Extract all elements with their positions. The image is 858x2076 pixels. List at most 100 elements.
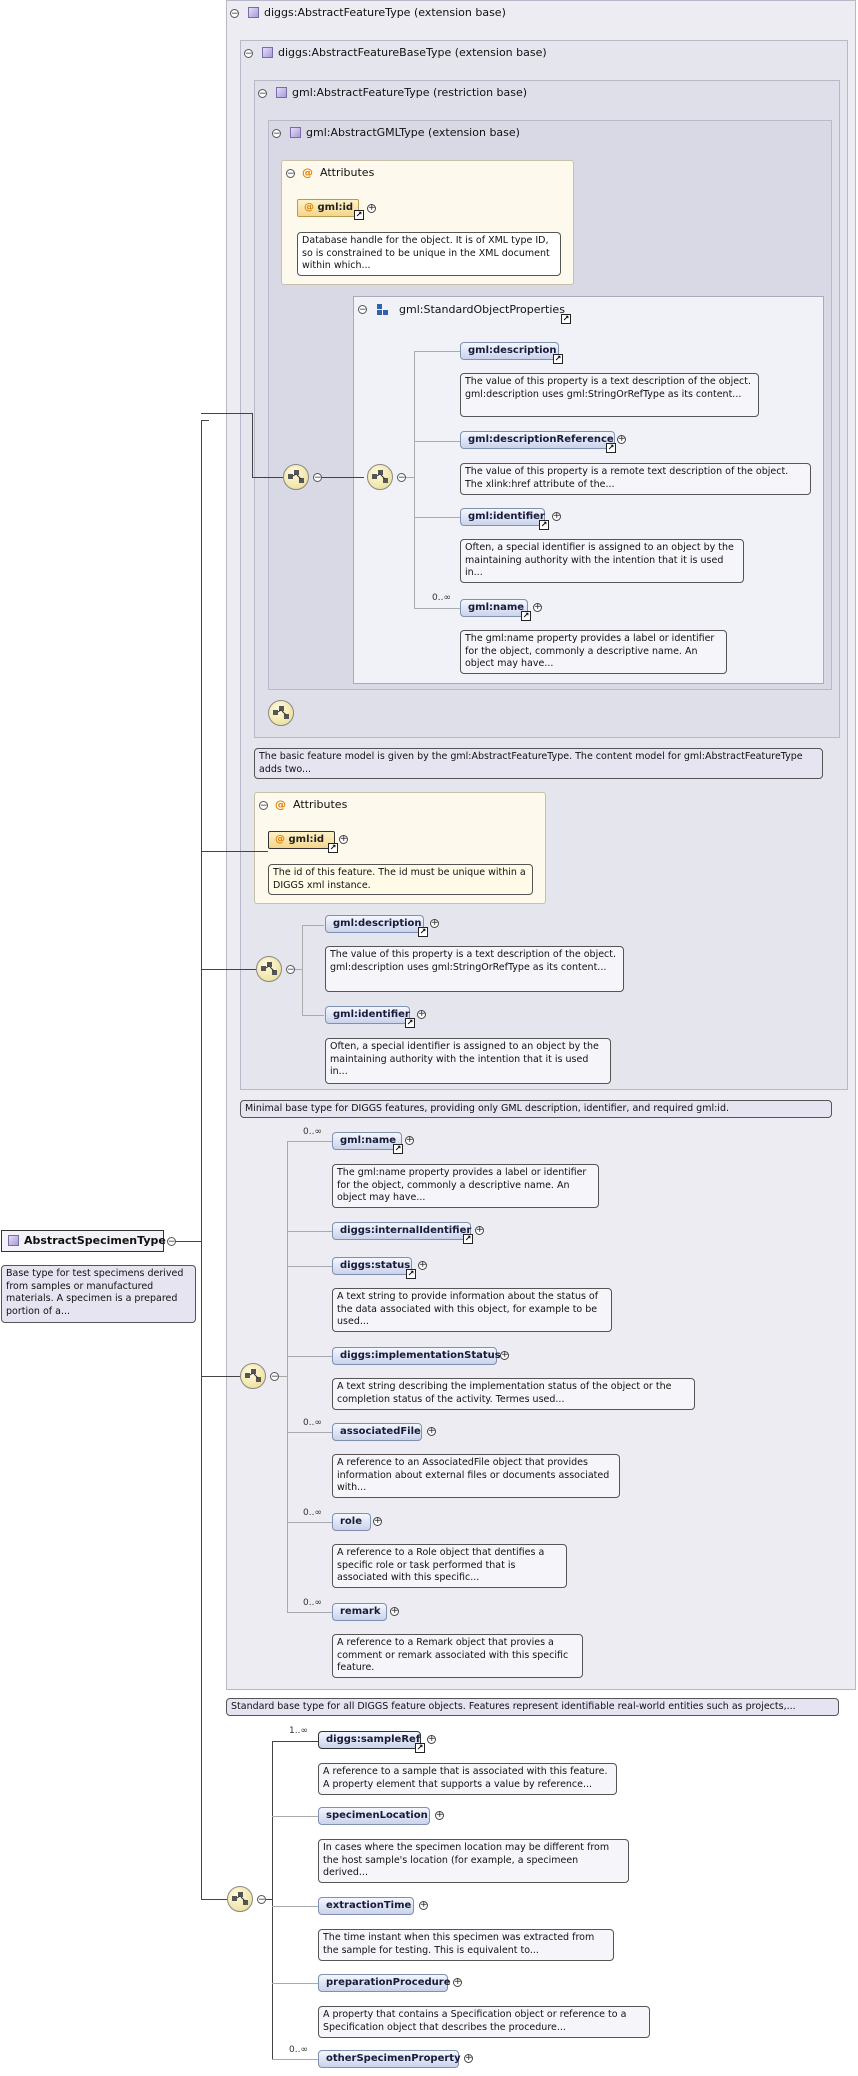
- collapse-icon[interactable]: −: [270, 1372, 279, 1382]
- connector-line: [176, 1241, 201, 1242]
- collapse-icon[interactable]: −: [286, 965, 295, 975]
- collapse-icon[interactable]: −: [244, 49, 253, 59]
- expand-icon[interactable]: +: [367, 203, 376, 213]
- link-icon[interactable]: ↗: [418, 927, 428, 937]
- collapse-icon[interactable]: −: [230, 9, 239, 19]
- expand-icon[interactable]: +: [419, 1900, 428, 1910]
- cardinality: 0..∞: [303, 1418, 322, 1428]
- expand-icon[interactable]: +: [533, 602, 542, 612]
- complex-type-icon: [276, 87, 287, 98]
- element-diggs-implementation-status[interactable]: diggs:implementationStatus: [332, 1347, 501, 1365]
- element-gml-identifier[interactable]: gml:identifier: [460, 508, 545, 526]
- attribute-icon: @: [275, 834, 285, 845]
- expand-icon[interactable]: +: [453, 1977, 462, 1987]
- element-gml-description[interactable]: gml:description: [325, 915, 424, 933]
- tree-line: [272, 1983, 318, 1984]
- expand-icon[interactable]: +: [617, 434, 626, 444]
- expand-icon[interactable]: +: [464, 2053, 473, 2063]
- collapse-icon[interactable]: −: [397, 473, 406, 483]
- link-icon[interactable]: ↗: [406, 1269, 416, 1279]
- attribute-gml-id[interactable]: @ gml:id: [268, 831, 335, 849]
- element-gml-description-reference[interactable]: gml:descriptionReference: [460, 431, 615, 449]
- link-icon[interactable]: ↗: [393, 1144, 403, 1154]
- expand-icon[interactable]: +: [435, 1810, 444, 1820]
- tree-line: [302, 925, 303, 1016]
- sequence-compositor-icon[interactable]: [268, 700, 294, 726]
- element-extraction-time[interactable]: extractionTime: [318, 1897, 414, 1915]
- collapse-icon[interactable]: −: [259, 801, 268, 811]
- element-diggs-internal-identifier[interactable]: diggs:internalIdentifier: [332, 1222, 471, 1240]
- root-type-abstract-specimen-type[interactable]: AbstractSpecimenType: [1, 1230, 166, 1252]
- attribute-doc: Database handle for the object. It is of…: [297, 232, 561, 276]
- element-preparation-procedure[interactable]: preparationProcedure: [318, 1974, 451, 1992]
- sequence-compositor-icon[interactable]: [240, 1363, 266, 1389]
- element-remark[interactable]: remark: [332, 1603, 387, 1621]
- tree-line: [414, 608, 460, 609]
- sequence-compositor-icon[interactable]: [283, 464, 309, 490]
- element-gml-identifier[interactable]: gml:identifier: [325, 1006, 410, 1024]
- tree-line: [279, 1376, 287, 1377]
- collapse-icon[interactable]: −: [313, 473, 322, 483]
- tree-line: [295, 969, 302, 970]
- expand-icon[interactable]: +: [500, 1350, 509, 1360]
- collapse-icon[interactable]: −: [358, 305, 367, 315]
- sequence-compositor-icon[interactable]: [367, 464, 393, 490]
- link-icon[interactable]: ↗: [561, 314, 571, 324]
- frame-title-2: diggs:AbstractFeatureBaseType (extension…: [262, 46, 547, 59]
- element-doc: The value of this property is a text des…: [460, 373, 759, 417]
- expand-icon[interactable]: +: [339, 834, 348, 844]
- expand-icon[interactable]: +: [405, 1135, 414, 1145]
- collapse-icon[interactable]: −: [167, 1237, 176, 1247]
- link-icon[interactable]: ↗: [463, 1234, 473, 1244]
- tree-line: [287, 1231, 332, 1232]
- expand-icon[interactable]: +: [427, 1426, 436, 1436]
- link-icon[interactable]: ↗: [405, 1018, 415, 1028]
- element-specimen-location[interactable]: specimenLocation: [318, 1807, 430, 1825]
- link-icon[interactable]: ↗: [328, 843, 338, 853]
- attributes-label-text: Attributes: [293, 798, 348, 811]
- type-doc: Standard base type for all DIGGS feature…: [226, 1698, 839, 1716]
- tree-line: [287, 1356, 332, 1357]
- expand-icon[interactable]: +: [390, 1606, 399, 1616]
- tree-line: [272, 1906, 318, 1907]
- collapse-icon[interactable]: −: [257, 1895, 266, 1905]
- expand-icon[interactable]: +: [430, 918, 439, 928]
- element-gml-description[interactable]: gml:description: [460, 342, 559, 360]
- cardinality: 0..∞: [303, 1127, 322, 1137]
- link-icon[interactable]: ↗: [553, 354, 563, 364]
- element-associated-file[interactable]: associatedFile: [332, 1423, 422, 1441]
- expand-icon[interactable]: +: [552, 511, 561, 521]
- link-icon[interactable]: ↗: [606, 443, 616, 453]
- connector-line: [322, 477, 364, 478]
- link-icon[interactable]: ↗: [415, 1743, 425, 1753]
- element-doc: A text string describing the implementat…: [332, 1378, 695, 1410]
- element-other-specimen-property[interactable]: otherSpecimenProperty: [318, 2050, 461, 2068]
- tree-line: [414, 441, 460, 442]
- tree-line: [414, 351, 460, 352]
- expand-icon[interactable]: +: [417, 1009, 426, 1019]
- tree-line: [287, 1266, 332, 1267]
- collapse-icon[interactable]: −: [286, 169, 295, 179]
- expand-icon[interactable]: +: [418, 1260, 427, 1270]
- attribute-gml-id[interactable]: @ gml:id: [297, 199, 359, 217]
- frame-title-1: diggs:AbstractFeatureType (extension bas…: [248, 6, 506, 19]
- element-role[interactable]: role: [332, 1513, 371, 1531]
- sequence-compositor-icon[interactable]: [227, 1886, 253, 1912]
- expand-icon[interactable]: +: [475, 1225, 484, 1235]
- sequence-compositor-icon[interactable]: [256, 956, 282, 982]
- element-gml-name[interactable]: gml:name: [460, 599, 528, 617]
- connector-line: [201, 969, 256, 970]
- element-gml-name[interactable]: gml:name: [332, 1132, 402, 1150]
- expand-icon[interactable]: +: [373, 1516, 382, 1526]
- link-icon[interactable]: ↗: [539, 520, 549, 530]
- link-icon[interactable]: ↗: [521, 611, 531, 621]
- collapse-icon[interactable]: −: [258, 89, 267, 99]
- collapse-icon[interactable]: −: [272, 129, 281, 139]
- connector-line: [266, 1899, 272, 1900]
- cardinality: 1..∞: [289, 1726, 308, 1736]
- expand-icon[interactable]: +: [427, 1734, 436, 1744]
- element-diggs-status[interactable]: diggs:status: [332, 1257, 412, 1275]
- link-icon[interactable]: ↗: [354, 210, 364, 220]
- element-diggs-sample-ref[interactable]: diggs:sampleRef: [318, 1731, 421, 1749]
- type-doc: Minimal base type for DIGGS features, pr…: [240, 1100, 832, 1118]
